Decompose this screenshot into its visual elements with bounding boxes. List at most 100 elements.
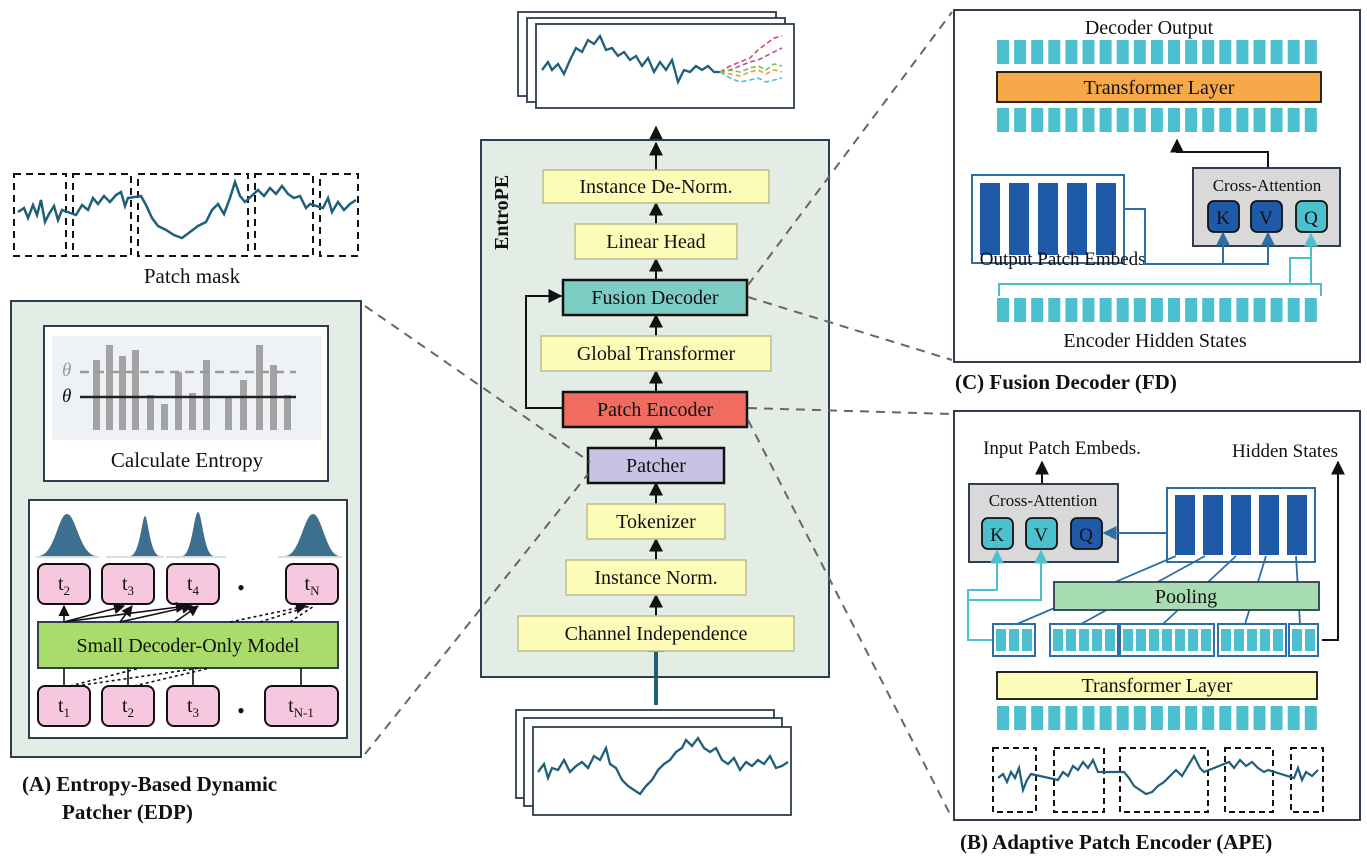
fd-output-token-cell: [1065, 40, 1078, 64]
fd-output-token-cell: [1270, 40, 1283, 64]
token-top-2: t3: [122, 573, 134, 598]
ape-value-node: [1025, 517, 1058, 550]
channel-independence-box: [517, 615, 795, 652]
fd-encoder-token-cell: [1236, 298, 1249, 322]
ape-token-cell: [1253, 706, 1266, 730]
fd-hidden-token-cell: [1270, 108, 1283, 132]
section-a-title-line1: (A) Entropy-Based Dynamic: [22, 772, 277, 796]
fd-output-token-cell: [1031, 40, 1044, 64]
section-b-title: (B) Adaptive Patch Encoder (APE): [960, 830, 1272, 854]
fd-hidden-token-cell: [1133, 108, 1146, 132]
ape-token-cell: [1304, 706, 1317, 730]
ape-patch-group-cell: [1079, 629, 1089, 651]
ape-patch-group-cell: [1305, 629, 1315, 651]
instance-denorm-label: Instance De-Norm.: [579, 176, 732, 198]
fd-hidden-token-cell: [1185, 108, 1198, 132]
zoom-connectors: [364, 11, 953, 819]
ape-patch-group-cell: [1292, 629, 1302, 651]
tokenizer-label: Tokenizer: [616, 511, 696, 533]
fd-encoder-token-cell: [1048, 298, 1061, 322]
small-decoder-label: Small Decoder-Only Model: [77, 635, 300, 657]
instance-norm-box: [565, 559, 747, 596]
fd-output-token-cell: [1082, 40, 1095, 64]
token-top-3: t4: [187, 573, 200, 598]
fd-hidden-token-cell: [1219, 108, 1232, 132]
fd-output-token-cell: [1287, 40, 1300, 64]
fd-encoder-token-cell: [1202, 298, 1215, 322]
fd-encoder-token-cell: [1168, 298, 1180, 322]
pipeline-arrows: [525, 141, 663, 616]
fd-transformer-layer-box: [996, 71, 1322, 103]
fd-encoder-token-cell: [1082, 298, 1095, 322]
ape-token-cell: [997, 706, 1009, 730]
fd-output-token-cell: [1150, 40, 1163, 64]
fd-output-token-cell: [1236, 40, 1249, 64]
fd-output-token-cell: [1219, 40, 1232, 64]
ape-patch-group-cell: [1009, 629, 1019, 651]
fusion-decoder-label: Fusion Decoder: [591, 287, 719, 309]
ape-pooled-embeds-cells: [1175, 495, 1307, 555]
ape-token-cell: [1168, 706, 1180, 730]
ape-patch-group-cell: [1221, 629, 1231, 651]
ape-token-cell: [1048, 706, 1061, 730]
patch-mask-series: [17, 178, 357, 240]
ape-transformer-layer-box: [996, 671, 1318, 700]
ape-token-cell: [1236, 706, 1249, 730]
fusion-decoder-box: [561, 278, 749, 317]
fd-hidden-token-cell: [1099, 108, 1112, 132]
fd-cross-attention-label: Cross-Attention: [1213, 176, 1322, 195]
token-bottom-3: t3: [187, 695, 199, 720]
calculate-entropy-label: Calculate Entropy: [111, 448, 264, 472]
ape-token-cell: [1219, 706, 1232, 730]
ape-patch-group-cell: [1247, 629, 1257, 651]
fd-encoder-token-cell: [1185, 298, 1198, 322]
fd-transformer-layer-label: Transformer Layer: [1084, 77, 1235, 99]
fd-output-token-cell: [1116, 40, 1129, 64]
fd-encoder-token-cell: [997, 298, 1009, 322]
fd-output-token-cell: [1168, 40, 1180, 64]
fd-output-token-cell: [1099, 40, 1112, 64]
fd-encoder-token-cell: [1150, 298, 1163, 322]
patch-mask-label: Patch mask: [144, 264, 241, 288]
ape-patch-group-cell: [996, 629, 1006, 651]
fd-hidden-bracket: [998, 283, 1322, 296]
fd-query-arrow: [1290, 232, 1318, 259]
entropy-bars: [52, 336, 322, 440]
ape-patch-group-cell: [1201, 629, 1211, 651]
ape-value-label: V: [1034, 525, 1048, 546]
entrope-label: EntroPE: [491, 175, 513, 250]
global-transformer-label: Global Transformer: [577, 343, 736, 365]
ape-patch-group-cell: [1273, 629, 1283, 651]
patch-encoder-box: [561, 390, 749, 429]
ape-patch-group-cell: [1053, 629, 1063, 651]
fd-encoder-hidden-states-label: Encoder Hidden States: [1063, 330, 1246, 352]
ape-patch-group-cell: [1162, 629, 1172, 651]
fd-hidden-token-cell: [1168, 108, 1180, 132]
distribution-curves: [36, 512, 342, 558]
ellipsis-dot-top: •: [237, 575, 245, 600]
theta-dashed-label: θ: [62, 360, 71, 381]
channel-independence-label: Channel Independence: [565, 623, 748, 645]
fd-encoder-token-cell: [1031, 298, 1044, 322]
fd-hidden-token-cell: [1150, 108, 1163, 132]
fd-encoder-token-cell: [1304, 298, 1317, 322]
ape-patch-group-cell: [1066, 629, 1076, 651]
ape-patch-group-cell: [1022, 629, 1032, 651]
linear-head-box: [574, 223, 738, 260]
ape-key-connector: [967, 549, 1004, 641]
ape-pooling-box: [1053, 581, 1320, 611]
tokens-top: [37, 563, 339, 605]
fd-hidden-token-cell: [1253, 108, 1266, 132]
ape-transformer-layer-label: Transformer Layer: [1082, 675, 1233, 697]
fd-output-token-cell: [1048, 40, 1061, 64]
ellipsis-dot-bottom: •: [237, 698, 245, 723]
ape-panel: [953, 410, 1361, 821]
fd-query-node: [1295, 200, 1328, 233]
input-series-stack: [515, 709, 792, 816]
ape-patch-group-cell: [1188, 629, 1198, 651]
fd-hidden-token-cell: [1202, 108, 1215, 132]
small-decoder-box: [37, 621, 339, 669]
fd-hidden-token-cell: [1048, 108, 1061, 132]
fd-hidden-token-cell: [1031, 108, 1044, 132]
